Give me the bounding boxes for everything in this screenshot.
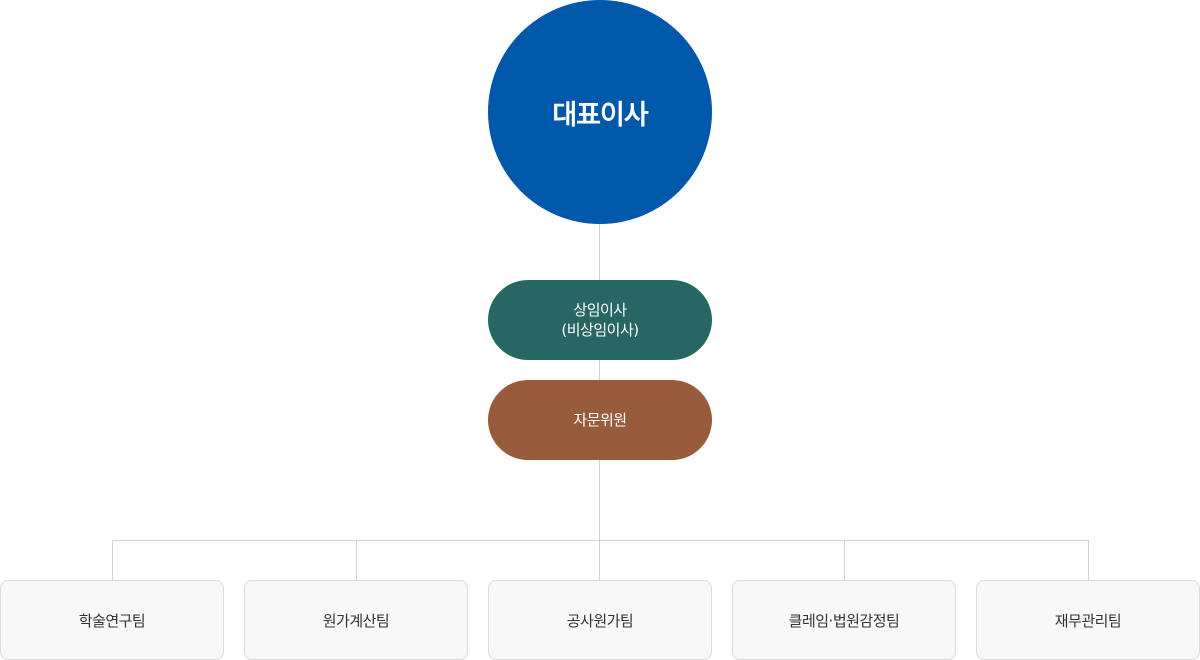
connector-drop-team-1: [112, 540, 113, 580]
connector-drop-team-4: [844, 540, 845, 580]
team-box-cost-calculation: 원가계산팀: [244, 580, 468, 660]
non-executive-director-label: (비상임이사): [561, 321, 639, 339]
team-box-financial-management: 재무관리팀: [976, 580, 1200, 660]
ceo-node: 대표이사: [488, 0, 712, 224]
connector-horizontal-branch: [112, 540, 1089, 541]
team-label: 원가계산팀: [322, 611, 390, 630]
connector-executive-to-advisory: [599, 360, 600, 380]
connector-advisory-to-branch: [599, 460, 600, 540]
team-label: 학술연구팀: [78, 611, 146, 630]
ceo-label: 대표이사: [552, 99, 648, 131]
team-label: 공사원가팀: [566, 611, 634, 630]
team-box-academic-research: 학술연구팀: [0, 580, 224, 660]
advisory-committee-node: 자문위원: [488, 380, 712, 460]
connector-drop-team-2: [356, 540, 357, 580]
connector-ceo-to-executive: [599, 224, 600, 280]
connector-drop-team-3: [599, 540, 600, 580]
team-box-construction-cost: 공사원가팀: [488, 580, 712, 660]
team-box-claim-court-appraisal: 클레임·법원감정팀: [732, 580, 956, 660]
advisory-committee-label: 자문위원: [573, 411, 627, 429]
executive-director-node: 상임이사 (비상임이사): [488, 280, 712, 360]
connector-drop-team-5: [1088, 540, 1089, 580]
team-label: 재무관리팀: [1054, 611, 1122, 630]
team-label: 클레임·법원감정팀: [788, 611, 900, 630]
executive-director-label: 상임이사: [573, 301, 627, 319]
